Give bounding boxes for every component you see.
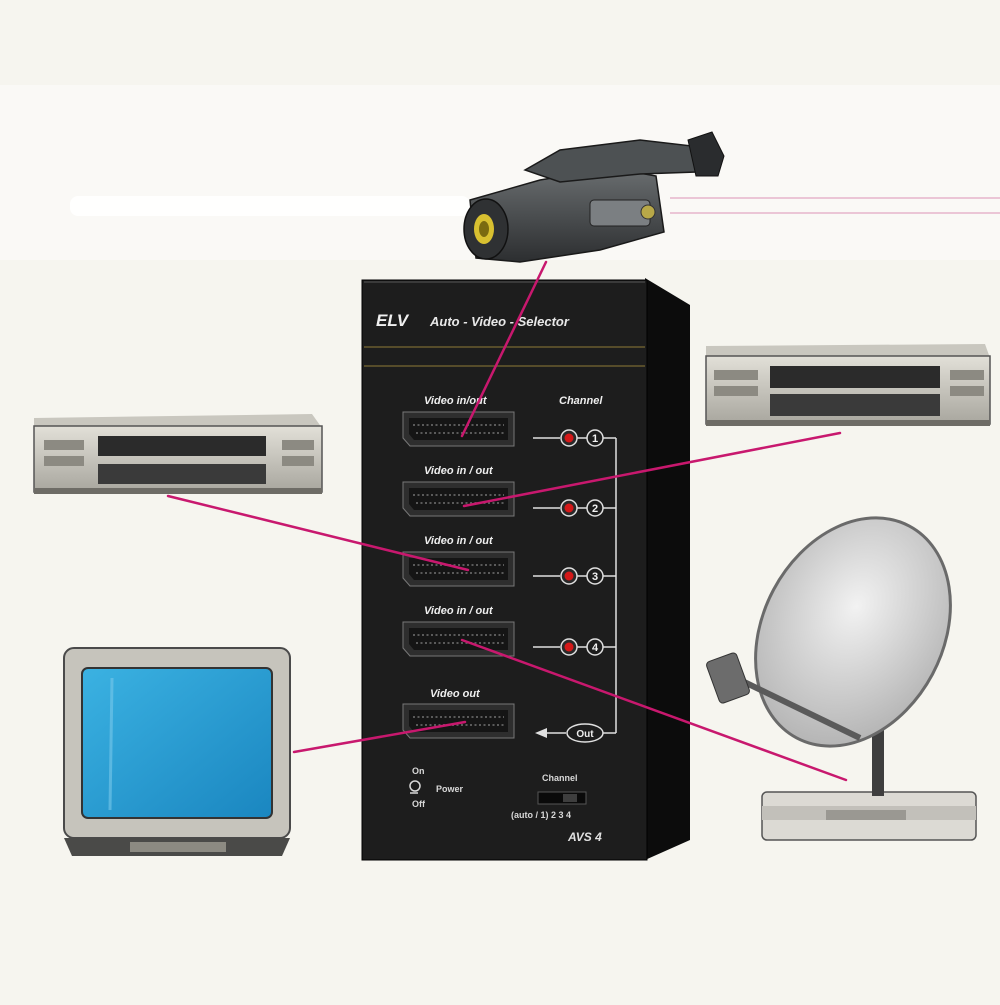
tv-screen [81, 667, 273, 819]
channel-switch-heading: Channel [542, 773, 578, 783]
port-label-1: Video in/out [424, 395, 488, 407]
port-label-4: Video in / out [424, 605, 494, 617]
vcr-left-to-port-3-line [166, 494, 470, 572]
channel-led-2 [564, 503, 574, 513]
satellite-dish-icon [706, 516, 977, 841]
device-title: Auto - Video - Selector [429, 314, 570, 329]
video-selector-device: ELV Auto - Video - Selector Channel Vide… [361, 278, 690, 861]
channel-heading: Channel [559, 395, 603, 407]
channel-led-1 [564, 433, 574, 443]
channel-number-1: 1 [592, 433, 598, 445]
camcorder-to-port-1-line [460, 260, 548, 438]
channel-number-3: 3 [592, 571, 598, 583]
channel-number-2: 2 [592, 503, 598, 515]
out-badge-label: Out [576, 729, 594, 740]
channel-indicator-1: 1 [533, 429, 616, 447]
channel-indicator-3: 3 [533, 567, 616, 585]
scart-socket-4[interactable] [402, 621, 515, 657]
scart-socket-2[interactable] [402, 481, 515, 517]
channel-slide-switch[interactable] [537, 791, 587, 805]
connection-lines [166, 260, 848, 782]
output-label: Video out [430, 688, 481, 700]
port-label-3: Video in / out [424, 535, 494, 547]
brand-logo: ELV [376, 311, 410, 330]
scart-socket-1[interactable] [402, 411, 515, 447]
vcr-right-to-port-2-line [462, 431, 842, 508]
vcr-left-icon [33, 414, 323, 494]
power-label: Power [436, 784, 464, 794]
power-on-label: On [412, 766, 425, 776]
out-badge [566, 723, 604, 743]
channel-switch-positions: (auto / 1) 2 3 4 [511, 810, 571, 820]
channel-number-4: 4 [592, 642, 599, 654]
vcr-right-icon [705, 344, 991, 426]
port-label-2: Video in / out [424, 465, 494, 477]
model-label: AVS 4 [567, 830, 602, 844]
dish-to-port-4-line [460, 638, 848, 782]
scart-socket-output[interactable] [402, 703, 515, 739]
channel-led-4 [564, 642, 574, 652]
output-to-tv-line [292, 720, 467, 754]
channel-indicator-4: 4 [533, 638, 616, 656]
channel-indicator-2: 2 [533, 499, 616, 517]
power-switch[interactable] [409, 780, 421, 794]
camcorder-icon [463, 131, 725, 263]
tv-icon [63, 647, 291, 856]
channel-led-3 [564, 571, 574, 581]
power-off-label: Off [412, 799, 426, 809]
